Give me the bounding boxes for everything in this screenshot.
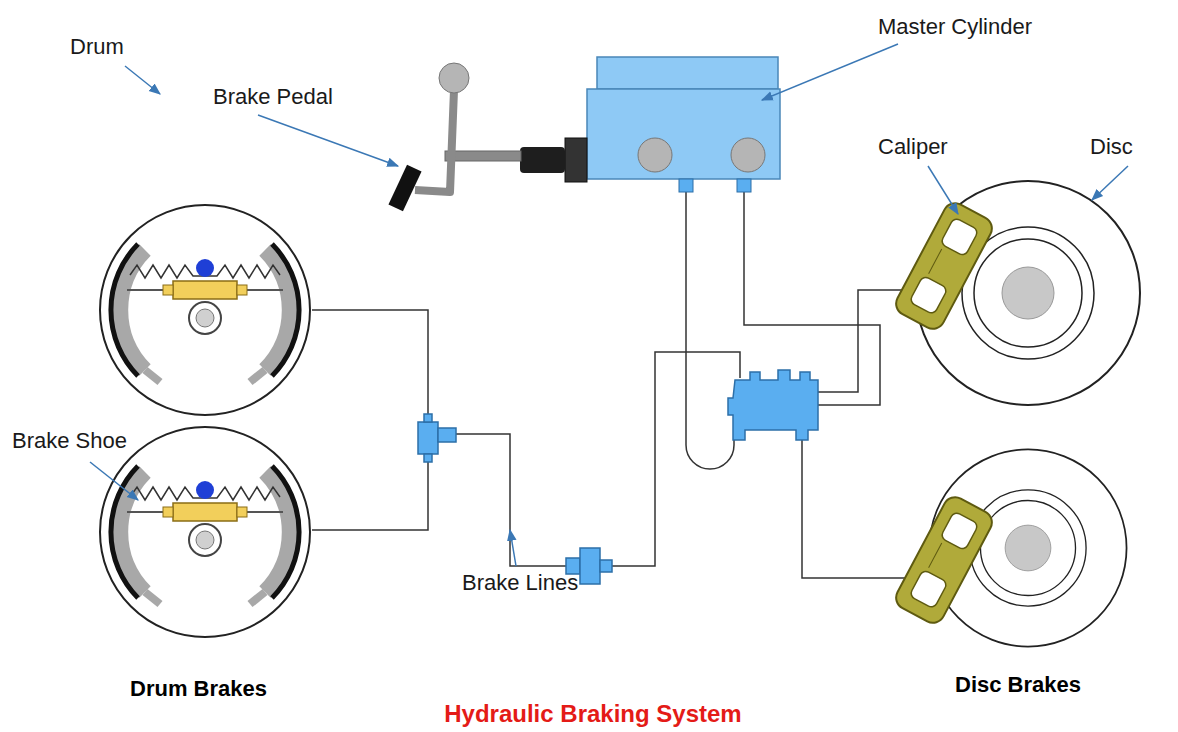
part-label: Brake Shoe <box>12 428 127 453</box>
brake-line <box>744 192 880 405</box>
proportioning-valve <box>600 560 612 572</box>
port-cap <box>731 138 765 172</box>
leader-line <box>90 44 1128 566</box>
proportioning-valve <box>580 548 600 584</box>
valve <box>418 370 818 584</box>
drum-brake <box>100 427 310 637</box>
brake-caliper <box>892 493 996 627</box>
tee-fitting <box>424 414 432 422</box>
brake-pedal <box>388 63 521 211</box>
master-cylinder <box>520 57 780 192</box>
leader-line <box>125 66 160 94</box>
boot <box>565 138 587 182</box>
part-label: Brake Pedal <box>213 84 333 109</box>
leader-line <box>510 530 516 566</box>
brake-line <box>686 192 734 469</box>
diagram-title: Hydraulic Braking System <box>444 700 741 728</box>
brake-line <box>612 352 740 566</box>
leader-line <box>258 115 398 166</box>
leader-line <box>90 462 138 500</box>
outlet <box>737 179 751 192</box>
brake-line <box>312 310 428 530</box>
part-label: Drum <box>70 34 124 59</box>
leader-line <box>762 44 898 100</box>
outlet <box>679 179 693 192</box>
pushrod-boot <box>520 147 565 173</box>
pedal-lever <box>415 90 454 192</box>
drum-brake <box>100 205 310 415</box>
leader-line <box>928 166 958 214</box>
tee-fitting <box>418 422 438 454</box>
brake-line <box>455 434 568 566</box>
brake-line <box>312 192 920 578</box>
tee-fitting <box>424 454 432 462</box>
port-cap <box>638 138 672 172</box>
brake-line <box>802 440 920 578</box>
leader-line <box>1092 166 1128 200</box>
part-label: Caliper <box>878 134 948 159</box>
part-label: Disc <box>1090 134 1133 159</box>
pedal-pivot <box>439 63 469 93</box>
group-caption: Disc Brakes <box>955 672 1081 697</box>
tee-fitting <box>438 428 456 442</box>
reservoir <box>597 57 778 89</box>
combination-valve <box>728 370 818 440</box>
cylinder-body <box>587 89 780 179</box>
group-caption: Drum Brakes <box>130 676 267 701</box>
part-label: Master Cylinder <box>878 14 1032 39</box>
pushrod <box>445 151 521 161</box>
pedal-pad <box>388 165 421 212</box>
part-label: Brake Lines <box>462 570 578 595</box>
brake-caliper <box>892 199 996 333</box>
